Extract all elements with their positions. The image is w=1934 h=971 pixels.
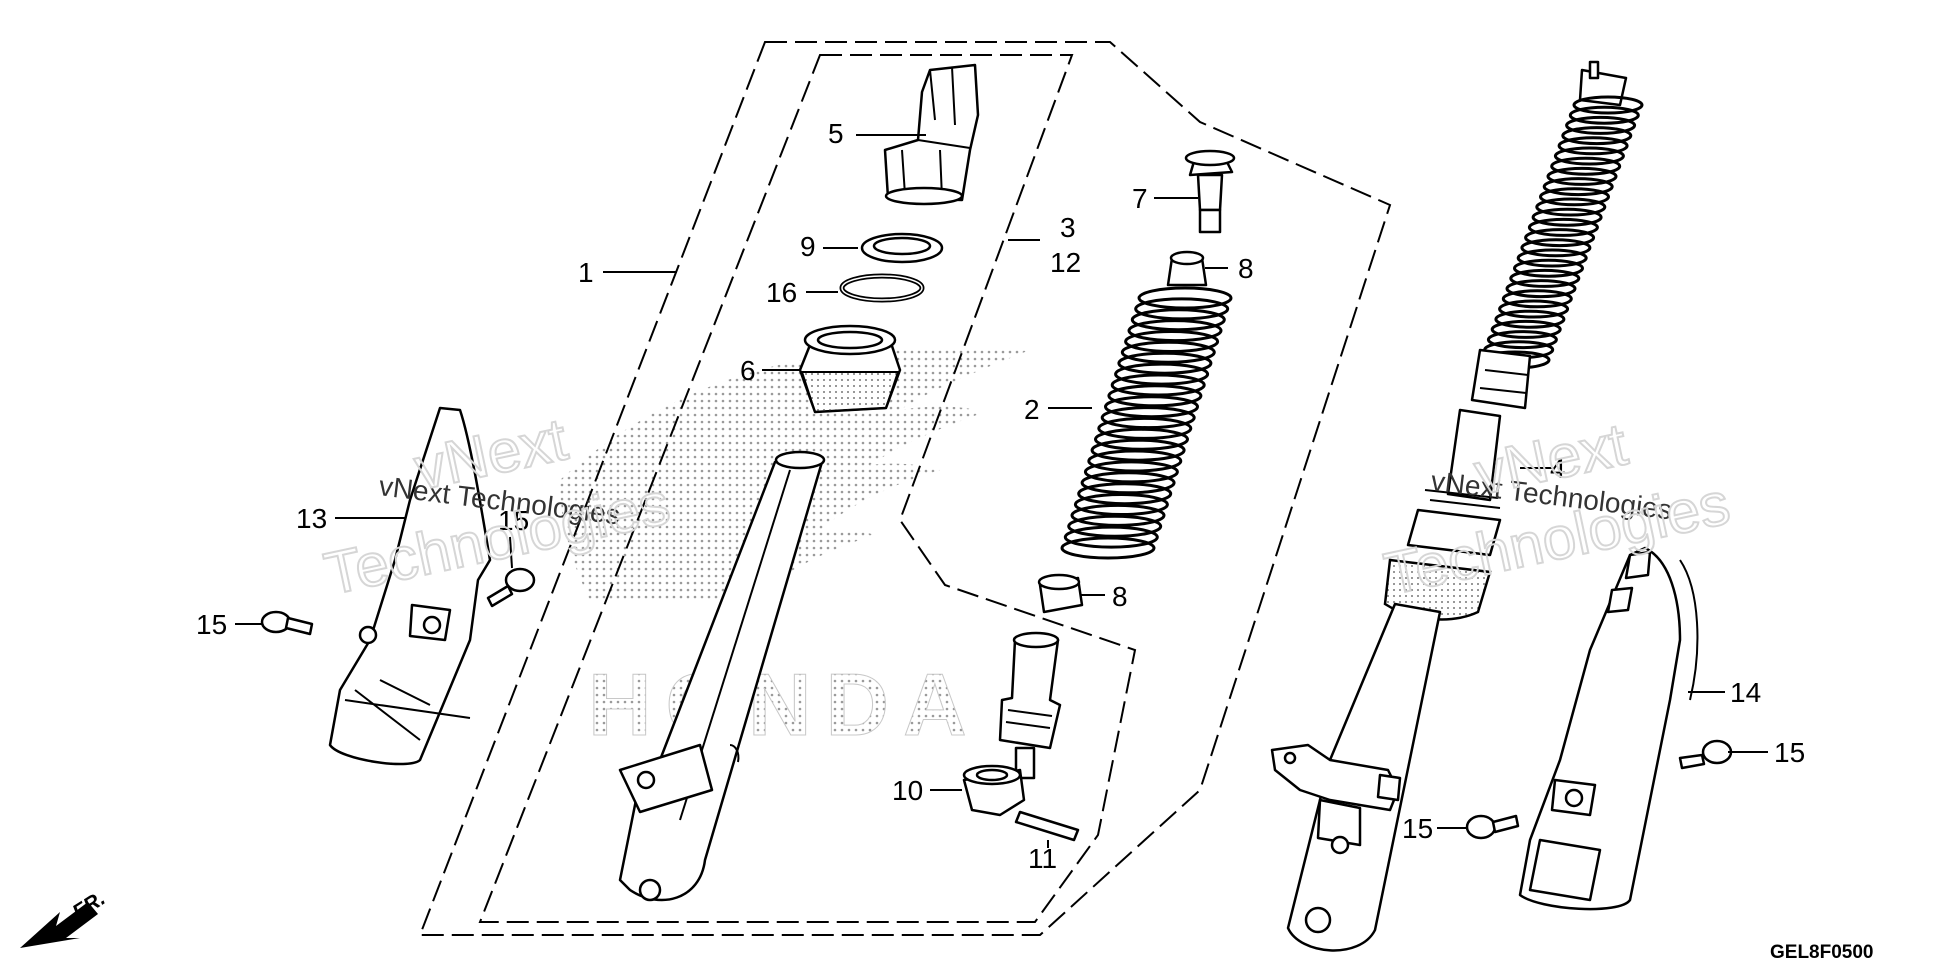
callout-12: 12	[1050, 247, 1081, 278]
callouts: 1 2 3 4 5 6 7 8 8 9 10 11 12 13 14 15 15…	[196, 118, 1805, 874]
assembly-spring-coil	[1535, 197, 1607, 217]
snap-ring	[839, 273, 925, 303]
fork-spring-coil	[1107, 384, 1203, 408]
assembly-spring-coil	[1546, 166, 1618, 186]
assembly-spring-coil	[1542, 177, 1614, 197]
callout-7: 7	[1132, 183, 1148, 214]
assembly-spring-coil	[1501, 289, 1573, 309]
assembly-spring-coil	[1550, 156, 1622, 176]
assembly-spring-coil	[1513, 258, 1584, 278]
fork-spring-coil	[1067, 514, 1163, 538]
front-direction-arrow: FR.	[20, 887, 109, 948]
assembly-spring-coil	[1494, 309, 1566, 329]
fork-spring-coil	[1124, 330, 1220, 353]
assembly-1-boundary	[418, 41, 1392, 936]
assembly-spring-coil	[1509, 268, 1581, 288]
assembly-spring-coil	[1527, 217, 1599, 237]
fork-spring-coil	[1117, 351, 1213, 375]
fork-spring-coil	[1090, 438, 1186, 462]
damper-piston	[998, 631, 1062, 780]
fork-assembly-right	[1270, 60, 1644, 952]
callout-14: 14	[1730, 677, 1761, 708]
pin	[1014, 810, 1080, 842]
assembly-spring-coil	[1572, 95, 1644, 115]
leader-lines	[235, 134, 1768, 848]
lock-nut	[962, 764, 1026, 817]
callout-15-upper: 15	[498, 505, 529, 536]
fork-guard-left	[328, 406, 492, 766]
fork-spring-coil	[1137, 286, 1233, 310]
fork-slider	[618, 450, 826, 902]
bolt-15-b	[486, 567, 536, 608]
callout-10: 10	[892, 775, 923, 806]
callout-9: 9	[800, 231, 816, 262]
assembly-spring-coil	[1557, 136, 1629, 156]
assembly-spring-coil	[1561, 126, 1633, 146]
callout-3: 3	[1060, 212, 1076, 243]
fork-spring-coil	[1060, 536, 1156, 560]
assembly-spring-coil	[1486, 330, 1558, 350]
fork-spring-coil	[1094, 427, 1189, 451]
callout-11: 11	[1028, 843, 1057, 874]
fork-spring	[1060, 286, 1233, 560]
fork-spring-coil	[1134, 297, 1230, 321]
diagram-code: GEL8F0500	[1770, 942, 1874, 963]
assembly-spring-coil	[1505, 279, 1577, 299]
fork-spring-coil	[1063, 525, 1159, 549]
honda-logo-text: HONDA	[588, 655, 981, 754]
fork-spring-coil	[1130, 308, 1226, 332]
bolt-15-c	[1465, 814, 1520, 840]
callout-1: 1	[578, 257, 594, 288]
fork-spring-coil	[1080, 471, 1176, 495]
fork-spring-coil	[1120, 340, 1216, 364]
fork-cap-bolt	[883, 63, 980, 206]
damper-rod-top	[1184, 149, 1236, 234]
assembly-spring-coil	[1539, 187, 1610, 207]
callout-4: 4	[1550, 453, 1566, 484]
callout-13: 13	[296, 503, 327, 534]
watermark-right: vNext Technologies vNext Technologies	[1378, 409, 1737, 608]
fork-spring-coil	[1100, 406, 1196, 430]
callout-15-left: 15	[196, 609, 227, 640]
assembly-3-boundary	[478, 54, 1137, 923]
assembly-spring-coil	[1565, 115, 1637, 135]
fork-spring-coil	[1073, 493, 1169, 516]
spring-collar-upper	[1166, 250, 1208, 287]
watermark-left-line2: vNext	[409, 405, 573, 502]
fork-spring-coil	[1077, 482, 1173, 506]
callout-6: 6	[740, 355, 756, 386]
callout-2: 2	[1024, 394, 1040, 425]
assembly-spring-coil	[1490, 319, 1562, 339]
assembly-spring-coil	[1553, 146, 1625, 166]
callout-5: 5	[828, 118, 844, 149]
bolt-15-a	[260, 610, 314, 636]
assembly-spring-coil	[1531, 207, 1603, 227]
fork-spring-coil	[1070, 503, 1166, 527]
assembly-spring-coil	[1524, 228, 1596, 248]
fork-spring-coil	[1097, 416, 1193, 440]
assembly-spring-coil	[1520, 238, 1592, 258]
fork-spring-coil	[1110, 373, 1206, 397]
callout-15-right: 15	[1774, 737, 1805, 768]
bolt-15-d	[1678, 739, 1733, 770]
callout-16: 16	[766, 277, 797, 308]
dust-seal	[798, 324, 902, 414]
fork-spring-coil	[1083, 460, 1179, 484]
fork-spring-coil	[1114, 362, 1210, 386]
fork-spring-coil	[1104, 395, 1199, 419]
oil-seal-ring	[860, 232, 944, 264]
assembly-spring-coil	[1498, 299, 1570, 319]
callout-8-lower: 8	[1112, 581, 1128, 612]
assembly-spring-coil	[1516, 248, 1588, 268]
fork-spring-coil	[1087, 449, 1183, 473]
fork-spring-coil	[1127, 319, 1223, 343]
callout-8-upper: 8	[1238, 253, 1254, 284]
spring-collar-lower	[1037, 573, 1084, 614]
assembly-spring-coil	[1568, 105, 1640, 125]
callout-15-center: 15	[1402, 813, 1433, 844]
fork-guard-right	[1518, 546, 1699, 911]
